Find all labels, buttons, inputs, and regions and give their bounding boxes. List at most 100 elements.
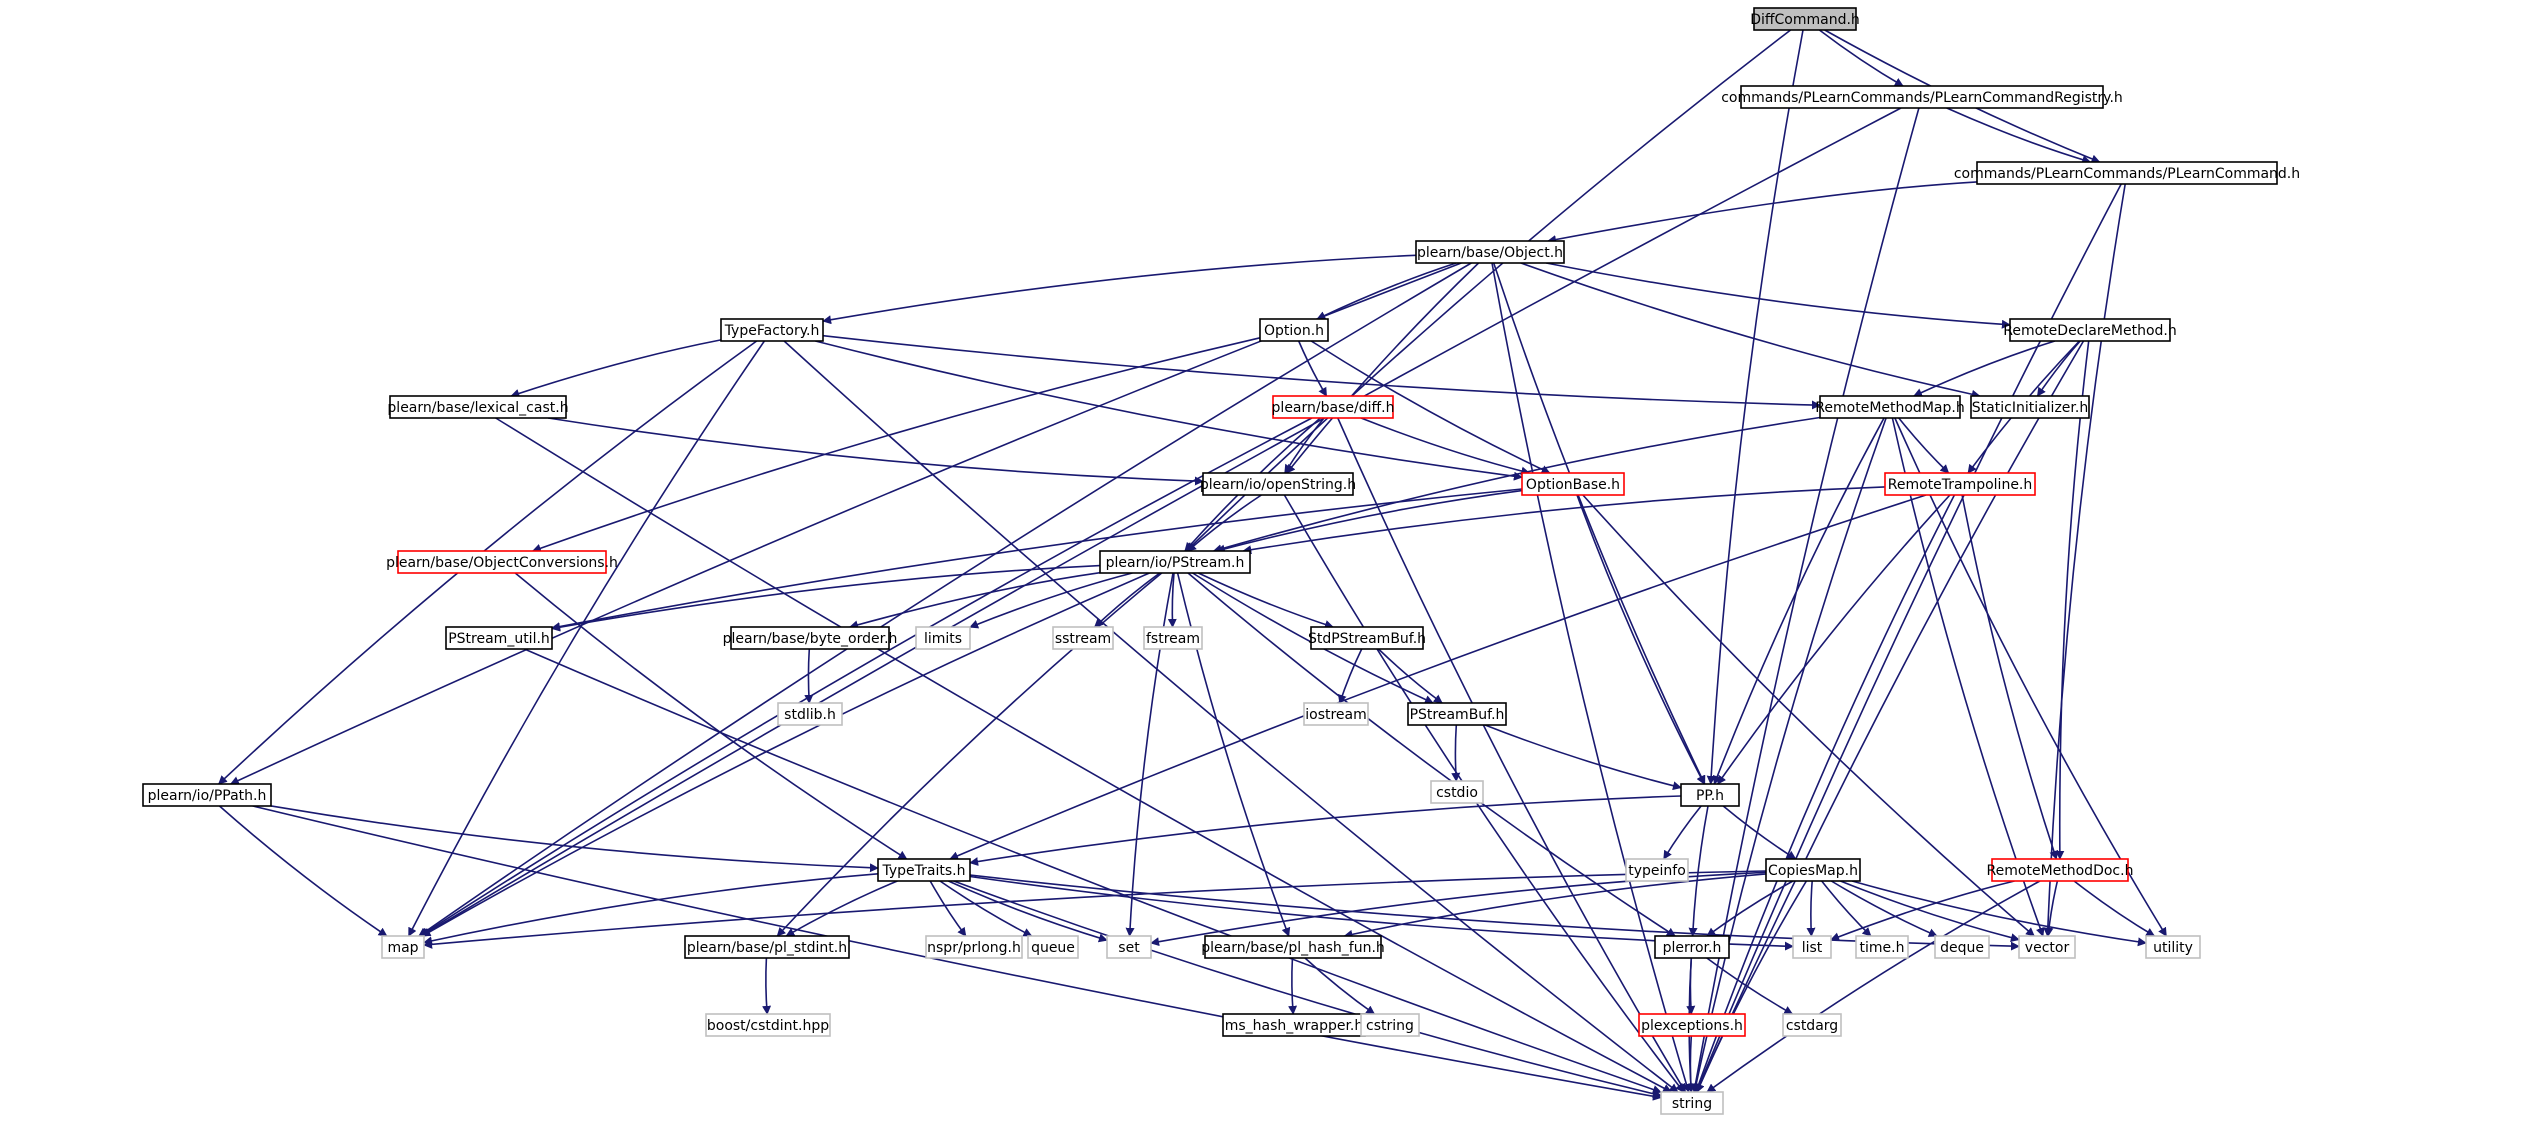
node-objconv[interactable]: plearn/base/ObjectConversions.h	[386, 550, 618, 574]
node-box-cstdio	[1430, 780, 1484, 804]
node-box-rdm	[2009, 318, 2171, 342]
edge-diff-to-openstring	[1284, 417, 1325, 474]
node-utility: utility	[2145, 935, 2201, 959]
edge-pstream-to-pstreamutil	[551, 564, 1101, 632]
node-diff[interactable]: plearn/base/diff.h	[1272, 395, 1395, 419]
node-typetraits[interactable]: TypeTraits.h	[877, 858, 971, 882]
edge-copiesmap-to-map	[423, 870, 1767, 949]
edge-rmdoc-to-vector	[2044, 880, 2059, 937]
node-label-stdlib: stdlib.h	[784, 707, 836, 723]
node-label-stdint: plearn/base/pl_stdint.h	[687, 940, 847, 956]
node-box-queue	[1027, 935, 1079, 959]
node-box-registry	[1740, 85, 2104, 109]
node-staticinit[interactable]: StaticInitializer.h	[1970, 395, 2090, 419]
node-openstring[interactable]: plearn/io/openString.h	[1200, 472, 1356, 496]
node-label-typetraits: TypeTraits.h	[882, 863, 966, 879]
node-label-lexical: plearn/base/lexical_cast.h	[387, 400, 568, 416]
node-hashfun[interactable]: plearn/base/pl_hash_fun.h	[1201, 935, 1385, 959]
node-label-optionbase: OptionBase.h	[1526, 477, 1620, 493]
edge-plcommand-to-vector	[2043, 183, 2126, 937]
node-label-byteorder: plearn/base/byte_order.h	[723, 631, 898, 647]
node-plerror[interactable]: plerror.h	[1654, 935, 1730, 959]
edge-typefactory-to-map	[407, 340, 766, 937]
node-optionbase[interactable]: OptionBase.h	[1521, 472, 1625, 496]
node-sstream: sstream	[1052, 626, 1114, 650]
node-label-timeh: time.h	[1860, 940, 1905, 956]
node-pstreamutil[interactable]: PStream_util.h	[445, 626, 553, 650]
edge-stdpsbuf-to-psbuf	[1377, 648, 1443, 704]
node-box-typefactory	[720, 318, 824, 342]
edge-object-to-map	[418, 262, 1472, 937]
edge-typetraits-to-map	[423, 873, 879, 946]
edge-diffcommand-to-pp	[1706, 29, 1804, 785]
node-plcommand[interactable]: commands/PLearnCommands/PLearnCommand.h	[1954, 161, 2300, 185]
node-copiesmap[interactable]: CopiesMap.h	[1765, 858, 1861, 882]
node-pp[interactable]: PP.h	[1680, 783, 1740, 807]
edge-pstream-to-stdint	[776, 572, 1163, 937]
node-box-map	[381, 935, 425, 959]
dependency-edges	[218, 29, 2167, 1101]
node-stdint[interactable]: plearn/base/pl_stdint.h	[684, 935, 850, 959]
edge-pp-to-copiesmap	[1722, 805, 1797, 860]
edge-stdint-to-boostint	[762, 957, 772, 1015]
edge-pstream-to-fstream	[1167, 572, 1177, 628]
node-prlong: nspr/prlong.h	[925, 935, 1023, 959]
node-psbuf[interactable]: PStreamBuf.h	[1407, 702, 1507, 726]
node-box-utility	[2145, 935, 2201, 959]
edge-option-to-objconv	[531, 337, 1261, 553]
node-rmdoc[interactable]: RemoteMethodDoc.h	[1987, 858, 2134, 882]
edge-object-to-string	[1491, 262, 1691, 1093]
edge-plcommand-to-string	[1695, 183, 2122, 1093]
node-box-timeh	[1855, 935, 1909, 959]
node-label-plexceptions: plexceptions.h	[1641, 1018, 1743, 1034]
node-label-set: set	[1118, 940, 1140, 956]
edge-diff-to-optionbase	[1360, 417, 1531, 476]
node-label-limits: limits	[924, 631, 962, 647]
edge-copiesmap-to-vector	[1840, 880, 2020, 943]
edge-diff-to-string	[1337, 417, 1687, 1093]
edge-copiesmap-to-deque	[1830, 880, 1938, 937]
node-ppath[interactable]: plearn/io/PPath.h	[142, 783, 272, 807]
edge-trampoline-to-pp	[1717, 494, 1951, 785]
edge-rdm-to-staticinit	[2036, 340, 2081, 397]
edge-rmdoc-to-string	[1706, 880, 2041, 1093]
node-label-openstring: plearn/io/openString.h	[1200, 477, 1356, 493]
node-object[interactable]: plearn/base/Object.h	[1415, 240, 1565, 264]
node-option[interactable]: Option.h	[1259, 318, 1329, 342]
node-string: string	[1660, 1091, 1724, 1115]
node-trampoline[interactable]: RemoteTrampoline.h	[1884, 472, 2036, 496]
edge-object-to-option	[1316, 262, 1457, 320]
edge-typefactory-to-string	[783, 340, 1679, 1093]
node-pstream[interactable]: plearn/io/PStream.h	[1099, 550, 1251, 574]
node-box-lexical	[389, 395, 567, 419]
node-box-sstream	[1052, 626, 1114, 650]
node-typefactory[interactable]: TypeFactory.h	[720, 318, 824, 342]
node-label-plcommand: commands/PLearnCommands/PLearnCommand.h	[1954, 166, 2300, 182]
node-label-pstreamutil: PStream_util.h	[448, 631, 550, 647]
edge-object-to-rdm	[1546, 262, 2011, 329]
file-nodes: DiffCommand.h commands/PLearnCommands/PLe…	[142, 7, 2300, 1115]
node-label-registry: commands/PLearnCommands/PLearnCommandReg…	[1721, 90, 2123, 106]
edge-pstream-to-hashfun	[1176, 572, 1291, 937]
node-label-pp: PP.h	[1696, 788, 1724, 804]
node-rmm[interactable]: RemoteMethodMap.h	[1815, 395, 1965, 419]
node-box-set	[1106, 935, 1152, 959]
edge-pstream-to-limits	[969, 572, 1133, 629]
node-plexceptions[interactable]: plexceptions.h	[1638, 1013, 1746, 1037]
edge-copiesmap-to-string	[1695, 880, 1808, 1093]
node-box-stdpsbuf	[1310, 626, 1424, 650]
node-mshash[interactable]: ms_hash_wrapper.h	[1222, 1013, 1366, 1037]
node-lexical[interactable]: plearn/base/lexical_cast.h	[387, 395, 569, 419]
node-box-boostint	[705, 1013, 831, 1037]
node-stdpsbuf[interactable]: StdPStreamBuf.h	[1308, 626, 1426, 650]
node-registry[interactable]: commands/PLearnCommands/PLearnCommandReg…	[1721, 85, 2123, 109]
node-label-rdm: RemoteDeclareMethod.h	[2003, 323, 2176, 339]
node-map: map	[381, 935, 425, 959]
edge-byteorder-to-stdlib	[804, 648, 814, 704]
node-byteorder[interactable]: plearn/base/byte_order.h	[723, 626, 898, 650]
node-label-list: list	[1802, 940, 1823, 956]
edge-registry-to-map	[420, 107, 1902, 937]
node-rdm[interactable]: RemoteDeclareMethod.h	[2003, 318, 2177, 342]
node-diffcommand[interactable]: DiffCommand.h	[1750, 7, 1860, 31]
